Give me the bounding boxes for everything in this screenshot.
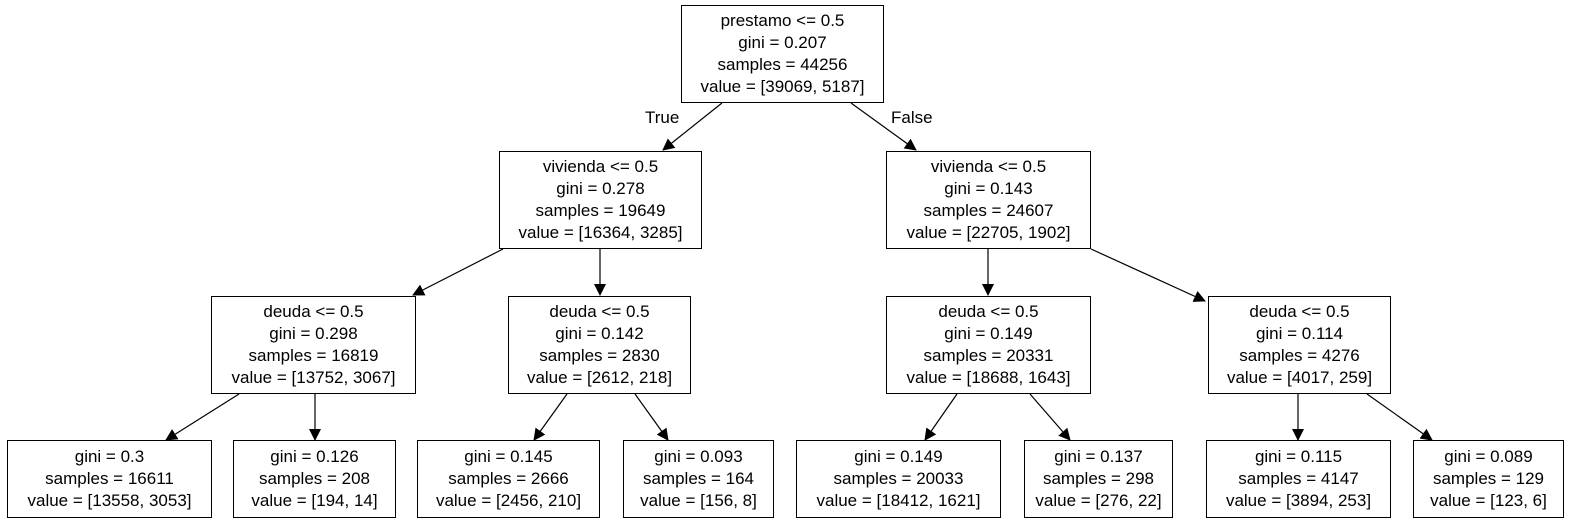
node-line: deuda <= 0.5 [263,302,364,321]
tree-node-l2a: deuda <= 0.5 gini = 0.298 samples = 16819 v… [211,296,416,394]
node-line: value = [4017, 259] [1226,368,1373,387]
node-line: samples = 16611 [45,469,174,488]
edge-r2b-leaf8 [1366,393,1433,441]
edge-r2a-leaf5 [924,393,958,441]
tree-node-r2a: deuda <= 0.5 gini = 0.149 samples = 20331 v… [886,296,1091,394]
node-line: gini = 0.149 [944,324,1033,343]
node-line: samples = 19649 [535,201,666,220]
edge-r2a-leaf6 [1029,393,1071,441]
node-line: samples = 20033 [833,469,964,488]
edge-root-l1 [662,102,723,151]
edge-l1-l2a [412,248,504,296]
node-line: samples = 298 [1042,469,1155,488]
edge-r1-r2b [1090,248,1206,302]
node-line: samples = 129 [1432,469,1545,488]
node-line: gini = 0.114 [1255,324,1344,343]
node-line: value = [18412, 1621] [816,491,981,510]
edge-l2a-leaf1 [165,393,240,441]
node-line: samples = 2830 [539,346,660,365]
tree-node-leaf2: gini = 0.126 samples = 208 value = [194, 1… [233,440,396,518]
node-line: prestamo <= 0.5 [720,11,845,30]
node-line: gini = 0.142 [555,324,644,343]
tree-node-l1: vivienda <= 0.5 gini = 0.278 samples = 196… [499,151,702,249]
tree-node-l2b: deuda <= 0.5 gini = 0.142 samples = 2830 va… [508,296,691,394]
node-line: value = [13752, 3067] [231,368,396,387]
tree-node-leaf7: gini = 0.115 samples = 4147 value = [3894,… [1206,440,1391,518]
node-line: value = [194, 14] [251,491,378,510]
node-line: samples = 208 [258,469,371,488]
edge-l2b-leaf3 [533,393,568,441]
node-line: value = [2456, 210] [435,491,582,510]
node-line: value = [18688, 1643] [906,368,1071,387]
node-line: value = [156, 8] [640,491,757,510]
tree-node-r1: vivienda <= 0.5 gini = 0.143 samples = 246… [886,151,1091,249]
tree-node-leaf8: gini = 0.089 samples = 129 value = [123, 6… [1413,440,1564,518]
node-line: deuda <= 0.5 [549,302,650,321]
tree-node-root: prestamo <= 0.5 gini = 0.207 samples = 442… [681,5,884,103]
node-line: gini = 0.137 [1054,447,1143,466]
node-line: samples = 4276 [1239,346,1360,365]
node-line: vivienda <= 0.5 [930,157,1047,176]
node-line: deuda <= 0.5 [1249,302,1350,321]
node-line: value = [123, 6] [1430,491,1547,510]
node-line: gini = 0.149 [854,447,943,466]
node-line: gini = 0.093 [654,447,743,466]
tree-node-r2b: deuda <= 0.5 gini = 0.114 samples = 4276 va… [1208,296,1391,394]
node-line: gini = 0.298 [269,324,358,343]
node-line: gini = 0.3 [74,447,145,466]
node-line: gini = 0.278 [556,179,645,198]
node-line: value = [276, 22] [1035,491,1162,510]
node-line: samples = 24607 [923,201,1054,220]
node-line: gini = 0.145 [464,447,553,466]
node-line: gini = 0.143 [944,179,1033,198]
node-line: value = [16364, 3285] [518,223,683,242]
node-line: gini = 0.126 [270,447,359,466]
node-line: gini = 0.115 [1254,447,1343,466]
edge-l2b-leaf4 [634,393,669,441]
node-line: value = [3894, 253] [1225,491,1372,510]
node-line: samples = 2666 [448,469,569,488]
node-line: value = [2612, 218] [526,368,673,387]
edge-label-false: False [891,108,933,127]
node-line: vivienda <= 0.5 [542,157,659,176]
tree-node-leaf6: gini = 0.137 samples = 298 value = [276, 2… [1024,440,1173,518]
edge-label-true: True [645,108,680,127]
tree-node-leaf5: gini = 0.149 samples = 20033 value = [1841… [796,440,1001,518]
node-line: samples = 16819 [248,346,379,365]
node-line: deuda <= 0.5 [938,302,1039,321]
node-line: value = [22705, 1902] [906,223,1071,242]
node-line: gini = 0.089 [1444,447,1533,466]
tree-node-leaf3: gini = 0.145 samples = 2666 value = [2456,… [417,440,600,518]
node-line: samples = 20331 [923,346,1054,365]
node-line: samples = 44256 [717,55,848,74]
node-line: gini = 0.207 [738,33,827,52]
edge-root-r1 [850,102,917,151]
node-line: samples = 4147 [1238,469,1359,488]
node-line: value = [13558, 3053] [27,491,192,510]
node-line: samples = 164 [642,469,755,488]
node-line: value = [39069, 5187] [700,77,865,96]
tree-node-leaf4: gini = 0.093 samples = 164 value = [156, 8… [623,440,774,518]
tree-node-leaf1: gini = 0.3 samples = 16611 value = [13558,… [7,440,212,518]
